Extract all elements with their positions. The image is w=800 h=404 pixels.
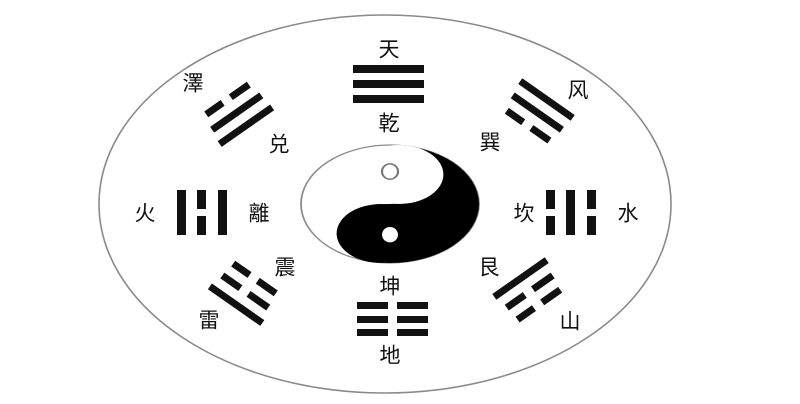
label-li-nature: 火 xyxy=(134,201,156,226)
yin-yang-icon xyxy=(300,144,480,264)
trigram-qian xyxy=(353,65,424,103)
label-kan-name: 坎 xyxy=(513,201,535,226)
label-li-name: 離 xyxy=(248,201,270,226)
trigram-zhen xyxy=(207,260,278,326)
label-zhen-name: 震 xyxy=(274,255,296,280)
label-kun-name: 坤 xyxy=(379,274,401,299)
trigram-dui xyxy=(204,81,275,147)
label-dui-name: 兑 xyxy=(268,132,290,157)
yin-dot xyxy=(380,163,400,180)
yang-dot xyxy=(381,227,399,243)
trigram-gen xyxy=(492,257,563,323)
label-xun-name: 巽 xyxy=(479,130,501,155)
label-qian-name: 乾 xyxy=(378,111,400,136)
label-gen-nature: 山 xyxy=(559,309,581,334)
label-qian-nature: 天 xyxy=(378,37,400,62)
trigram-kun xyxy=(357,302,428,336)
label-kan-nature: 水 xyxy=(617,201,639,226)
trigram-xun xyxy=(504,78,575,144)
label-dui-nature: 澤 xyxy=(182,71,204,96)
trigram-kan xyxy=(546,190,596,235)
label-kun-nature: 地 xyxy=(379,343,401,368)
label-gen-name: 艮 xyxy=(478,255,500,280)
label-xun-nature: 风 xyxy=(567,78,589,103)
label-zhen-nature: 雷 xyxy=(198,308,220,333)
trigram-li xyxy=(177,190,227,235)
